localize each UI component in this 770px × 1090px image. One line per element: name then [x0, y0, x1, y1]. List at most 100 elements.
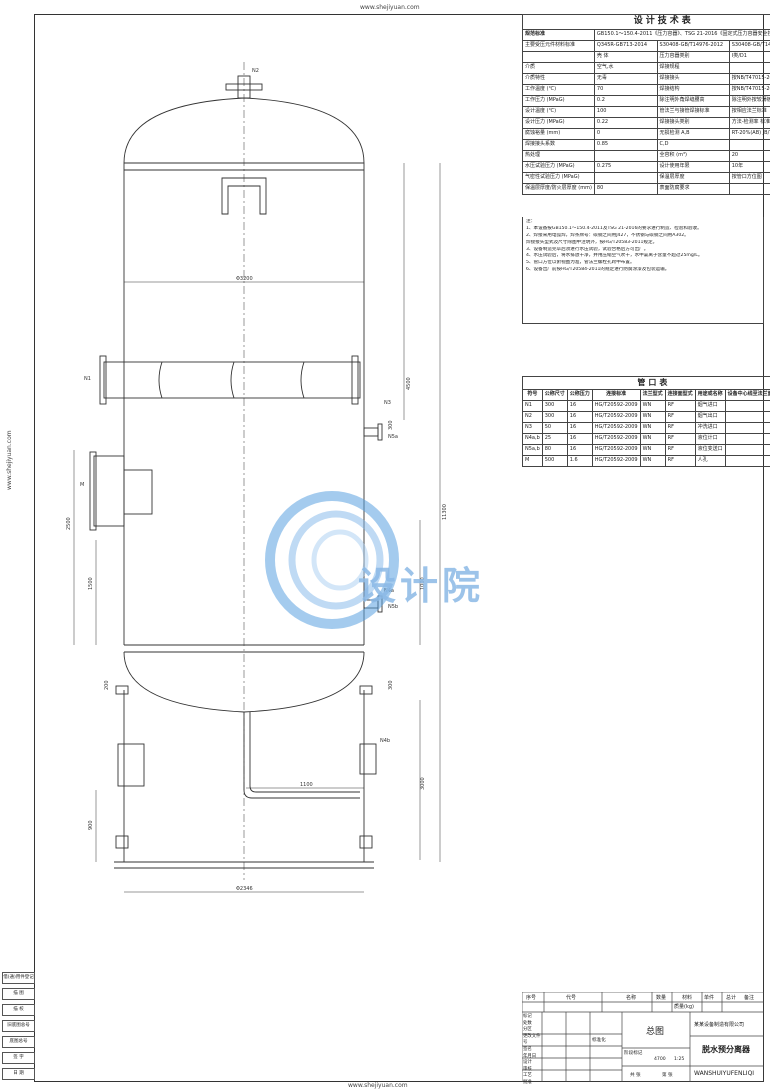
nozzle-cell: WN	[639, 422, 666, 434]
nozzle-cell: HG/T20592-2009	[591, 433, 641, 445]
note-line: 2、焊接采用电弧焊，焊条牌号：碳钢之间用J427，不锈钢与碳钢之间用A302。	[526, 232, 689, 238]
title-block-role: 标记	[523, 1014, 532, 1019]
nozzle-cell: HG/T20592-2009	[591, 411, 641, 423]
title-block-role: 审核	[523, 1066, 532, 1072]
nozzle-mark-n2: N2	[252, 68, 259, 74]
nozzle-cell: N4a,b	[522, 433, 543, 445]
title-block-header-cell: 单件	[704, 995, 715, 1001]
design-table-row: 气密性试验压力 (MPaG)保温层厚度按管口方位图	[522, 172, 770, 184]
nozzle-cell: N3	[522, 422, 543, 434]
title-block-role: 年月日	[523, 1053, 537, 1059]
nozzle-cell: 人孔	[694, 455, 726, 467]
design-cell: 无毒	[593, 73, 658, 85]
design-cell: 全容积 (m³)	[656, 150, 730, 162]
dim-2500: 2500	[66, 517, 72, 530]
design-cell: 主要受压元件材料标准	[522, 40, 595, 52]
notes-title: 注：	[526, 219, 536, 224]
nozzle-cell: 16	[566, 422, 593, 434]
design-cell: 管法兰与接管焊接标准	[656, 106, 730, 118]
nozzle-cell: HG/T20592-2009	[591, 422, 641, 434]
nozzle-cell: 烟气出口	[694, 411, 726, 423]
design-cell: 焊接接头类别	[656, 117, 730, 129]
nozzle-header-cell: 设备中心线至法兰面距离	[724, 389, 770, 401]
design-cell: 按相应法兰标准	[728, 106, 770, 118]
nozzle-cell	[724, 455, 770, 467]
dim-4500: 4500	[406, 377, 412, 390]
title-block-header-cell: 总计	[726, 995, 737, 1001]
design-cell: Ⅰ类/D1	[728, 51, 770, 63]
nozzle-cell: RF	[664, 422, 696, 434]
site-url-top: www.shejiyuan.com	[360, 4, 420, 11]
nozzle-mark-n5a: N5a	[388, 434, 398, 440]
stage-mark-label: 阶段标记	[624, 1051, 643, 1056]
design-cell: S30408-GB/T14976-2012	[656, 40, 730, 52]
design-cell: 工作压力 (MPaG)	[522, 95, 595, 107]
design-cell: 工作温度 (℃)	[522, 84, 595, 96]
design-cell: 壳 体	[593, 51, 658, 63]
nozzle-cell: WN	[639, 444, 666, 456]
design-cell	[728, 183, 770, 195]
nozzle-cell	[724, 411, 770, 423]
nozzle-cell: WN	[639, 455, 666, 467]
design-cell: C,D	[656, 139, 730, 151]
nozzle-cell: 16	[566, 411, 593, 423]
nozzle-cell: 300	[541, 411, 568, 423]
nozzle-cell: 冲洗进口	[694, 422, 726, 434]
nozzle-cell: 16	[566, 444, 593, 456]
site-url-bottom: www.shejiyuan.com	[348, 1082, 408, 1089]
design-cell	[728, 139, 770, 151]
nozzle-header-cell: 公称尺寸	[541, 389, 568, 401]
design-cell: 气密性试验压力 (MPaG)	[522, 172, 595, 184]
title-block-header-cell: 备注	[744, 995, 755, 1001]
registration-box: 日 期	[2, 1068, 35, 1080]
design-cell: GB150.1～150.4-2011《压力容器》、TSG 21-2016《固定式…	[593, 29, 770, 41]
design-cell: 设计使用年限	[656, 161, 730, 173]
design-table-title: 设计技术表	[521, 14, 770, 30]
note-line: 焊接接头型式及尺寸除图中注明外，按HG/T20583-2011规定。	[526, 239, 658, 245]
design-cell: 按NB/T47015-2011的规定	[728, 73, 770, 85]
nozzle-cell	[724, 400, 770, 412]
dim-1000: 1000	[420, 577, 426, 590]
nozzle-cell: N1	[522, 400, 543, 412]
nozzle-cell: 液位计口	[694, 433, 726, 445]
title-block-role: 分区	[523, 1027, 532, 1033]
design-cell: 水压试验压力 (MPaG)	[522, 161, 595, 173]
nozzle-cell: RF	[664, 400, 696, 412]
nozzle-table: 管口表 符号公称尺寸公称压力连接标准法兰型式连接面型式用途或名称设备中心线至法兰…	[522, 376, 770, 467]
product-name-cn: 脱水预分离器	[702, 1045, 750, 1054]
nozzle-header-cell: 公称压力	[566, 389, 593, 401]
nozzle-cell	[724, 444, 770, 456]
design-cell: 焊接规程	[656, 62, 730, 74]
registration-box: 旧底图总号	[2, 1020, 35, 1032]
nozzle-cell: HG/T20592-2009	[591, 444, 641, 456]
nozzle-header-cell: 连接标准	[591, 389, 641, 401]
design-cell: 焊接接头	[656, 73, 730, 85]
design-cell: S30408-GB/T14976-2012	[728, 40, 770, 52]
sheet-total: 共 张	[630, 1073, 641, 1078]
nozzle-cell: N2	[522, 411, 543, 423]
sheet-number: 第 张	[662, 1073, 673, 1078]
design-cell: 设计压力 (MPaG)	[522, 117, 595, 129]
design-cell	[593, 172, 658, 184]
design-cell: 除注明外角焊缝腰高	[656, 95, 730, 107]
nozzle-cell: RF	[664, 411, 696, 423]
design-cell: 规范标准	[522, 29, 595, 41]
title-block-header-cell: 数量	[656, 995, 667, 1001]
design-cell: 保温层厚度	[656, 172, 730, 184]
design-cell: 无损检测 A,B	[656, 128, 730, 140]
dim-base-diameter: Φ2346	[236, 886, 253, 892]
title-block-roles: 标记处数分区更改文件号签名年月日设计审核工艺批准	[523, 1014, 543, 1087]
dim-200: 200	[104, 680, 110, 690]
nozzle-cell: HG/T20592-2009	[591, 400, 641, 412]
title-block-grid	[522, 992, 764, 1082]
design-cell: 100	[593, 106, 658, 118]
nozzle-cell: 80	[541, 444, 568, 456]
